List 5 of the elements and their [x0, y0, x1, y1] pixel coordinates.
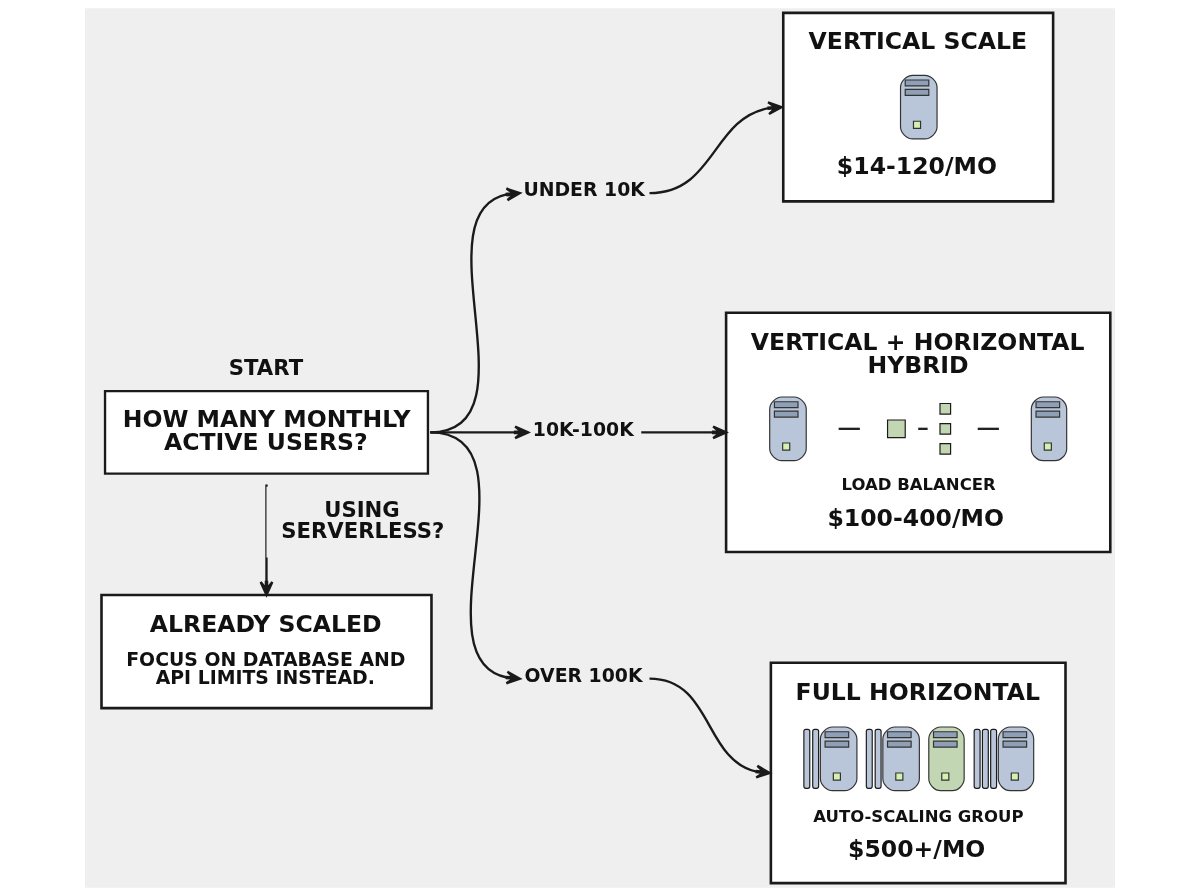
- node-text: 10K-100K: [532, 418, 634, 440]
- edge-label: USING SERVERLESS?: [281, 496, 445, 543]
- node-text: OVER 100K: [524, 664, 643, 686]
- node-text: UNDER 10K: [523, 179, 645, 201]
- node-label: START: [228, 355, 304, 381]
